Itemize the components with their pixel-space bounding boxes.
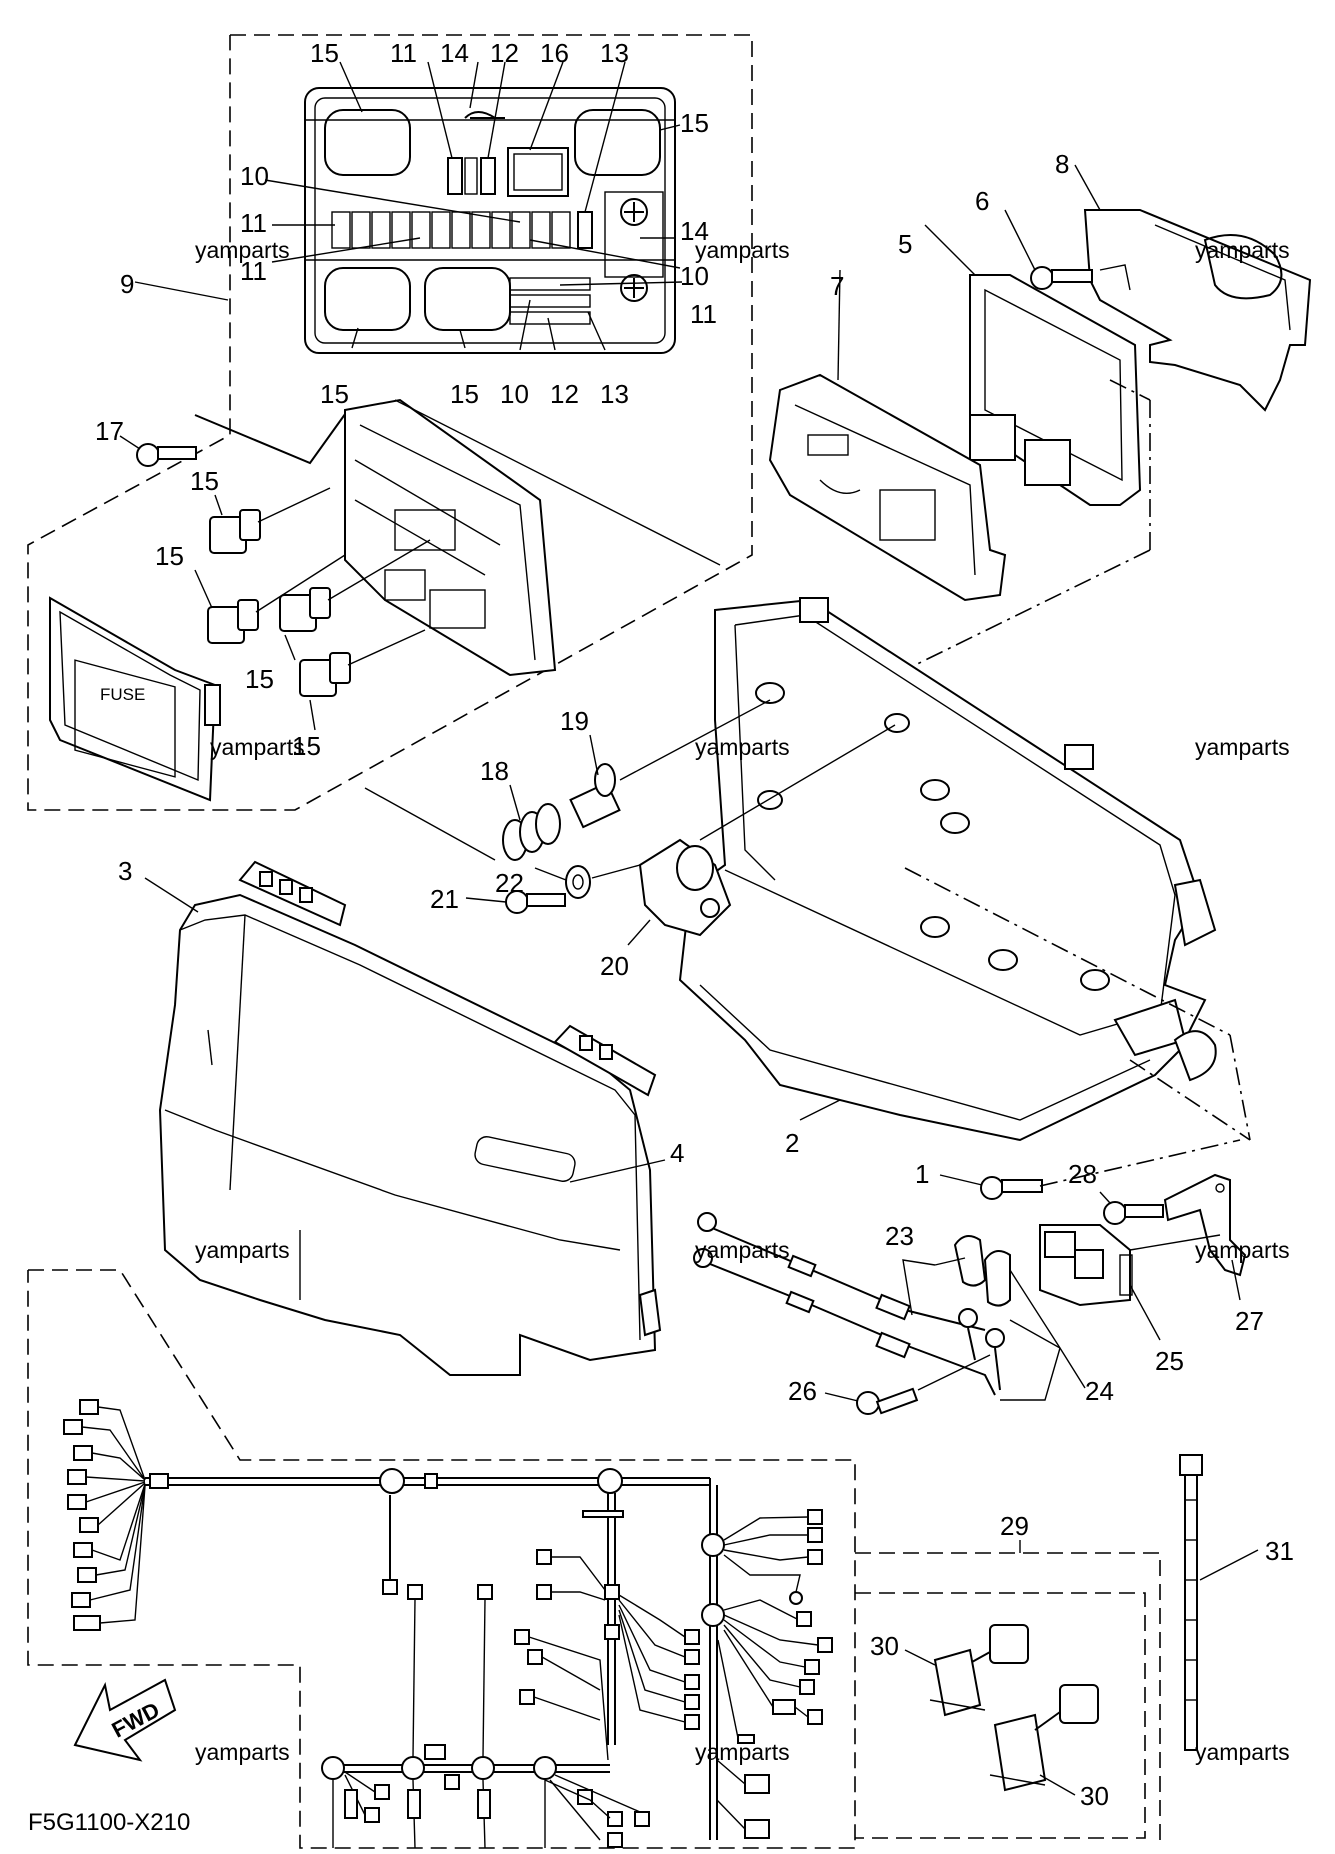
fuse-box-group: FUSE xyxy=(27,34,753,811)
terminal-boot xyxy=(953,1235,1011,1307)
part-label: 30 xyxy=(1080,1781,1109,1811)
bolt xyxy=(119,435,197,467)
watermark: yamparts xyxy=(195,1237,290,1263)
part-label: 23 xyxy=(885,1221,914,1251)
part-label: 15 xyxy=(320,379,349,409)
part-label: 16 xyxy=(540,38,569,68)
lead-group xyxy=(693,1173,1247,1415)
part-label: 14 xyxy=(680,216,709,246)
part-label: 11 xyxy=(240,208,267,238)
part-label: 15 xyxy=(450,379,479,409)
bolt xyxy=(1099,1191,1164,1225)
part-label: 10 xyxy=(240,161,269,191)
part-label: 7 xyxy=(830,271,844,301)
watermark: yamparts xyxy=(695,734,790,760)
watermark: yamparts xyxy=(1195,1739,1290,1765)
part-label: 28 xyxy=(1068,1159,1097,1189)
watermark: yamparts xyxy=(195,1739,290,1765)
part-label: 30 xyxy=(870,1631,899,1661)
part-label: 15 xyxy=(190,466,219,496)
connector-lower xyxy=(332,1584,650,1849)
part-label: 11 xyxy=(690,299,717,329)
cable-tie xyxy=(1179,1454,1259,1751)
part-label: 20 xyxy=(600,951,629,981)
bolt xyxy=(1004,209,1093,290)
terminal xyxy=(958,1308,1005,1391)
part-label: 29 xyxy=(1000,1511,1029,1541)
bolt xyxy=(939,1139,1241,1200)
fwd-arrow-icon: FWD xyxy=(73,1678,177,1762)
ecu-group xyxy=(768,164,1312,861)
part-label: 22 xyxy=(495,868,524,898)
part-label: 15 xyxy=(310,38,339,68)
part-label: 19 xyxy=(560,706,589,736)
part-label: 10 xyxy=(680,261,709,291)
fuse-cover-label: FUSE xyxy=(100,685,145,704)
connector-cap xyxy=(989,1684,1099,1792)
starter-relay xyxy=(1039,1224,1161,1341)
part-label: 13 xyxy=(600,379,629,409)
part-label: 13 xyxy=(600,38,629,68)
part-label: 31 xyxy=(1265,1536,1294,1566)
watermark: yamparts xyxy=(1195,237,1290,263)
bolt xyxy=(465,890,566,914)
bracket xyxy=(1129,1173,1247,1301)
part-label: 12 xyxy=(550,379,579,409)
part-label: 9 xyxy=(120,269,134,299)
relay xyxy=(299,629,426,697)
fuse-row xyxy=(331,211,593,249)
watermark: yamparts xyxy=(195,237,290,263)
part-label: 11 xyxy=(240,256,267,286)
relay xyxy=(209,487,331,554)
part-label: 4 xyxy=(670,1138,684,1168)
part-label: 5 xyxy=(898,229,912,259)
part-label: 3 xyxy=(118,856,132,886)
watermark: yamparts xyxy=(695,1237,790,1263)
part-label: 18 xyxy=(480,756,509,786)
collar xyxy=(569,699,771,829)
part-label: 26 xyxy=(788,1376,817,1406)
bracket xyxy=(627,724,896,946)
part-label: 15 xyxy=(155,541,184,571)
watermarks: yamparts yamparts yamparts yamparts yamp… xyxy=(195,237,1290,1765)
part-label: 10 xyxy=(500,379,529,409)
part-label: 14 xyxy=(440,38,469,68)
drawing-code: F5G1100-X210 xyxy=(28,1809,190,1836)
part-label: 25 xyxy=(1155,1346,1184,1376)
part-label: 12 xyxy=(490,38,519,68)
relay xyxy=(279,539,431,632)
watermark: yamparts xyxy=(695,237,790,263)
grommet xyxy=(502,784,561,861)
part-labels: 15 11 14 12 16 13 15 10 11 14 11 10 11 9… xyxy=(95,38,1294,1811)
watermark: yamparts xyxy=(1195,1237,1290,1263)
connector-cap xyxy=(929,1624,1029,1717)
part-label: 21 xyxy=(430,884,459,914)
bolt xyxy=(824,1354,991,1415)
kit-group xyxy=(855,1454,1259,1848)
wire-harness xyxy=(27,1269,856,1849)
part-label: 8 xyxy=(1055,149,1069,179)
connector-right xyxy=(716,1509,833,1839)
watermark: yamparts xyxy=(210,734,305,760)
connector-mid xyxy=(536,1549,700,1730)
part-label: 15 xyxy=(680,108,709,138)
part-label: 27 xyxy=(1235,1306,1264,1336)
part-label: 15 xyxy=(292,731,321,761)
part-label: 17 xyxy=(95,416,124,446)
tray-group xyxy=(678,597,1251,1200)
watermark: yamparts xyxy=(1195,734,1290,760)
washer xyxy=(534,864,641,899)
cover-group xyxy=(144,860,666,1376)
connector-fan xyxy=(63,1399,146,1631)
relay xyxy=(207,554,346,644)
part-label: 1 xyxy=(915,1159,929,1189)
watermark: yamparts xyxy=(695,1739,790,1765)
mount-parts xyxy=(364,699,896,946)
part-label: 15 xyxy=(245,664,274,694)
part-label: 2 xyxy=(785,1128,799,1158)
part-label: 24 xyxy=(1085,1376,1114,1406)
part-label: 6 xyxy=(975,186,989,216)
part-label: 11 xyxy=(390,38,417,68)
